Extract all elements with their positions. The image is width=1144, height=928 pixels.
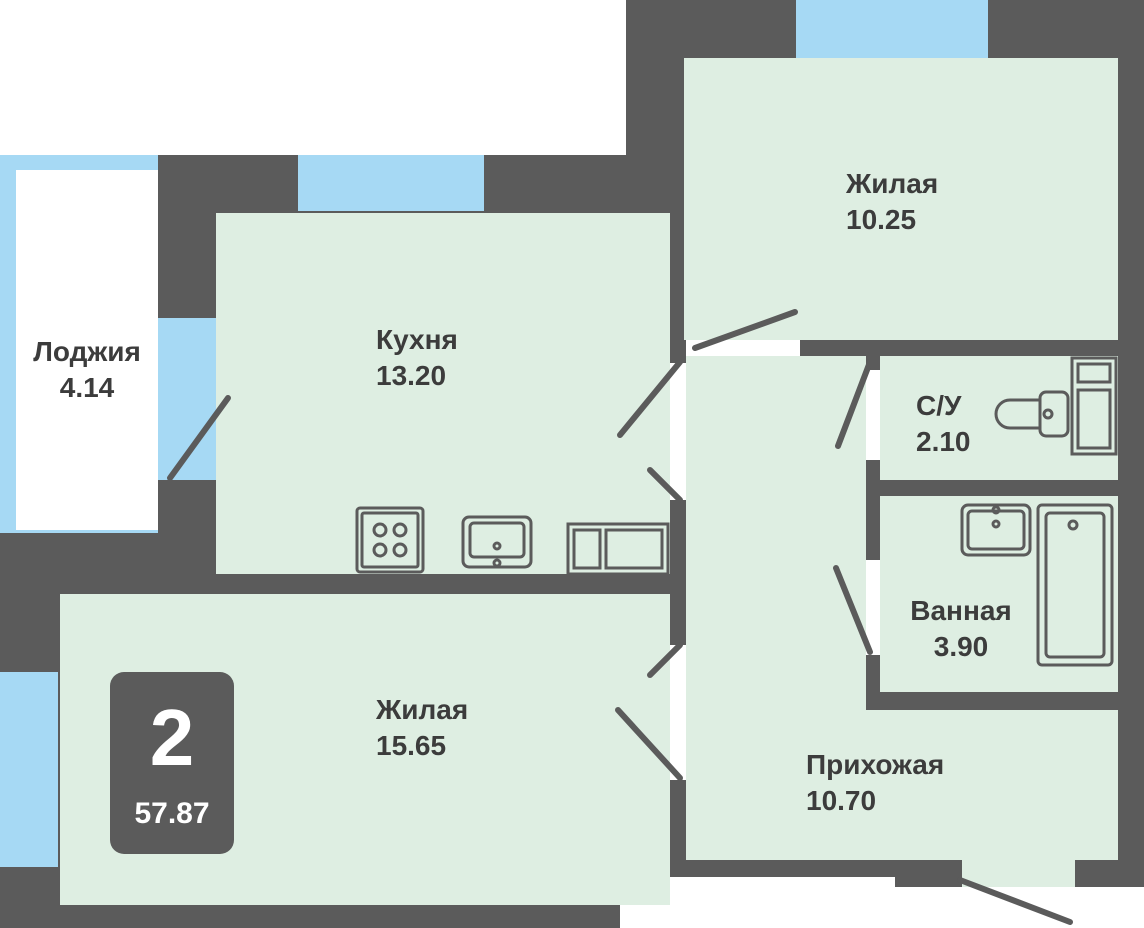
room-living-ext-fill (60, 877, 598, 905)
room-label-bedroom1: Жилая 10.25 (846, 166, 938, 238)
room-name-wc: С/У (916, 390, 962, 421)
room-area-kitchen: 13.20 (376, 360, 447, 391)
room-name-hallway: Прихожая (806, 749, 945, 780)
room-fills (60, 58, 1118, 905)
room-area-hallway: 10.70 (806, 785, 877, 816)
room-name-living: Жилая (376, 694, 469, 725)
room-bathroom-fill (880, 496, 1118, 692)
windows (0, 0, 988, 867)
stove-icon (355, 506, 425, 574)
room-name-loggia: Лоджия (33, 336, 141, 367)
loggia-area (0, 155, 160, 535)
room-area-bathroom: 3.90 (933, 631, 989, 662)
room-area-wc: 2.10 (916, 426, 971, 457)
room-hallway-fill-2 (686, 710, 1118, 860)
counter-icon (566, 522, 670, 576)
total-area: 57.87 (134, 797, 210, 830)
kitchen-sink-icon (461, 515, 533, 569)
room-area-living: 15.65 (376, 730, 447, 761)
fixtures (355, 356, 1118, 667)
room-name-kitchen: Кухня (376, 324, 458, 355)
room-count: 2 (149, 693, 195, 782)
toilet-icon (994, 356, 1118, 456)
room-label-bathroom: Ванная 3.90 (896, 593, 1026, 665)
room-hallway-fill-3 (962, 860, 1075, 887)
room-bedroom1-fill (684, 58, 1118, 340)
room-name-bedroom1: Жилая (846, 168, 939, 199)
apartment-badge: 2 57.87 (110, 672, 234, 854)
room-area-loggia: 4.14 (59, 372, 115, 403)
room-label-kitchen: Кухня 13.20 (376, 322, 458, 394)
room-name-bathroom: Ванная (910, 595, 1012, 626)
room-label-hallway: Прихожая 10.70 (806, 747, 944, 819)
door-swings (167, 309, 1073, 925)
room-label-loggia: Лоджия 4.14 (14, 334, 160, 406)
room-area-bedroom1: 10.25 (846, 204, 917, 235)
room-label-living: Жилая 15.65 (376, 692, 468, 764)
room-kitchen-fill (216, 213, 670, 574)
bathroom-sink-icon (960, 503, 1032, 557)
bathtub-icon (1036, 503, 1114, 667)
room-label-wc: С/У 2.10 (916, 388, 971, 460)
